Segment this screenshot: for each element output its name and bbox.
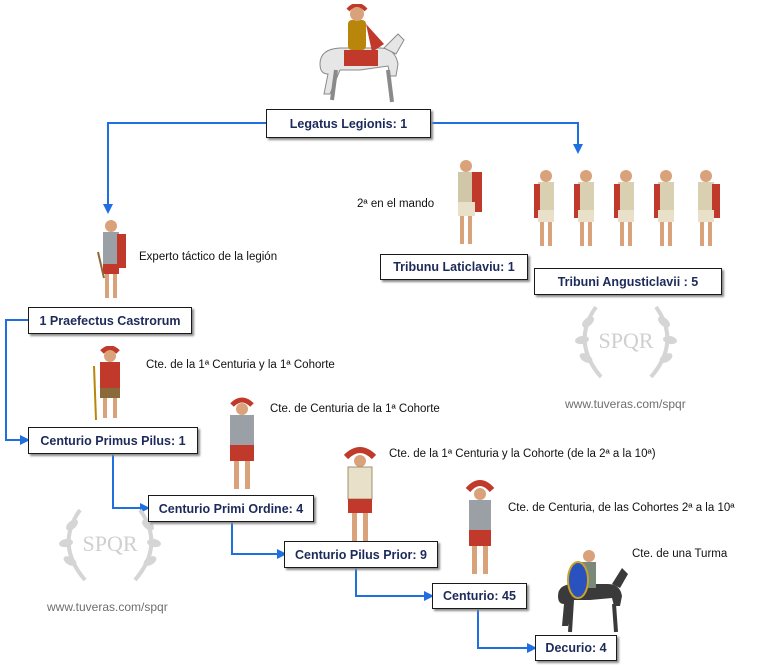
tribune-laticlavius-icon xyxy=(458,160,482,244)
praefectus-figure-icon xyxy=(97,220,126,298)
roman-soldier-icon xyxy=(698,170,720,246)
connector-primus-primiordine xyxy=(112,453,150,513)
note-primus-pilus: Cte. de la 1ª Centuria y la 1ª Cohorte xyxy=(146,359,335,371)
note-pilus-prior: Cte. de la 1ª Centuria y la Cohorte (de … xyxy=(389,448,656,460)
node-decurio: Decurio: 4 xyxy=(535,635,617,661)
pilus-prior-figure-icon xyxy=(343,447,377,541)
note-centurio: Cte. de Centuria, de las Cohortes 2ª a l… xyxy=(508,502,735,514)
spqr-seal-right-text: SPQR xyxy=(598,328,653,353)
connector-legatus-tribuni xyxy=(431,122,583,154)
connector-praefectus-primus xyxy=(5,319,30,445)
spqr-seal-left: SPQR xyxy=(59,508,161,582)
node-tribuni-angusticlavii: Tribuni Angusticlavii : 5 xyxy=(534,268,722,295)
roman-soldier-icon xyxy=(534,170,554,246)
cavalry-rider-icon xyxy=(558,550,628,633)
node-praefectus-castrorum: 1 Praefectus Castrorum xyxy=(28,307,192,334)
node-centurio-pilus-prior: Centurio Pilus Prior: 9 xyxy=(284,541,438,568)
connector-primiordine-pilusprior xyxy=(231,520,287,559)
node-centurio-primus-pilus: Centurio Primus Pilus: 1 xyxy=(28,427,198,454)
primi-ordine-figure-icon xyxy=(230,397,254,489)
mounted-general-icon xyxy=(319,4,405,103)
primus-pilus-figure-icon xyxy=(93,346,120,421)
note-experto-tactico: Experto táctico de la legión xyxy=(139,251,278,263)
connector-pilusprior-centurio xyxy=(355,565,434,601)
roman-soldier-icon xyxy=(614,170,634,246)
node-tribunu-laticlaviu: Tribunu Laticlaviu: 1 xyxy=(380,254,528,280)
roman-soldier-icon xyxy=(574,170,594,246)
tribuni-angusticlavii-figures xyxy=(534,170,720,246)
connector-centurio-decurio xyxy=(477,607,537,653)
watermark-url-left: www.tuveras.com/spqr xyxy=(47,600,168,614)
note-decurio: Cte. de una Turma xyxy=(632,548,728,560)
note-segundo-mando: 2ª en el mando xyxy=(357,198,435,210)
roman-soldier-icon xyxy=(654,170,674,246)
spqr-seal-right: SPQR xyxy=(575,305,677,379)
spqr-seal-left-text: SPQR xyxy=(82,531,137,556)
connector-legatus-praefectus xyxy=(103,122,266,214)
node-centurio: Centurio: 45 xyxy=(432,583,527,609)
node-centurio-primi-ordine: Centurio Primi Ordine: 4 xyxy=(148,495,314,522)
node-legatus-legionis: Legatus Legionis: 1 xyxy=(266,109,431,138)
centurio-figure-icon xyxy=(465,480,495,574)
note-primi-ordine: Cte. de Centuria de la 1ª Cohorte xyxy=(270,403,440,415)
watermark-url-right: www.tuveras.com/spqr xyxy=(565,397,686,411)
